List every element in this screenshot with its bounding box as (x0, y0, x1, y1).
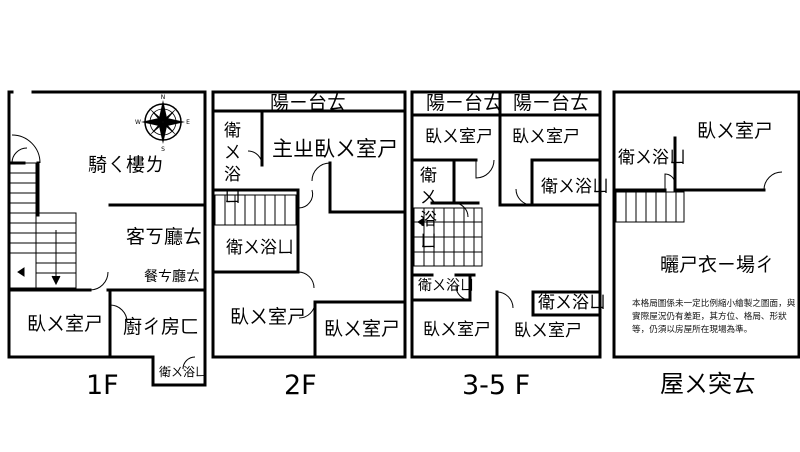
compass-s: S (161, 146, 165, 153)
compass-rose-icon: N E S W (135, 94, 190, 153)
room-roof-bath: 衛ㄨ浴ㄩ (618, 148, 686, 168)
room-2f-bedroom-left: 臥ㄨ室ㄕ (230, 306, 307, 328)
stairs (8, 162, 685, 289)
room-3f-bath-small: 衛ㄨ浴ㄩ (420, 166, 437, 252)
room-1f-bedroom: 臥ㄨ室ㄕ (27, 313, 104, 335)
room-3f-balcony-left: 陽ㄧ台ㄊ (426, 92, 503, 114)
room-3f-bath-right: 衛ㄨ浴ㄩ (541, 177, 609, 197)
door-swings (11, 134, 783, 370)
compass-n: N (161, 94, 166, 101)
room-dining: 餐ㄘ廳ㄊ (144, 269, 200, 285)
room-roof-bedroom: 臥ㄨ室ㄕ (697, 120, 774, 142)
room-3f-bath-lower: 衛ㄨ浴ㄩ (538, 293, 606, 313)
room-2f-master-bedroom: 主ㄓ臥ㄨ室ㄕ (272, 137, 398, 161)
floor-label-roof: 屋ㄨ突ㄊ (660, 370, 756, 398)
room-3f-bath-mid: 衛ㄨ浴ㄩ (418, 278, 474, 294)
floor-label-3-5f: 3-5 F (462, 370, 531, 401)
room-3f-balcony-right: 陽ㄧ台ㄊ (513, 92, 590, 114)
floor-label-1f: 1F (86, 370, 119, 401)
room-1f-bath: 衛ㄨ浴ㄩ (159, 365, 208, 379)
disclaimer-text: 本格局圖係未一定比例縮小繪製之圖面，與實際屋況仍有差距，其方位、格局、形狀等，仍… (632, 299, 796, 335)
room-2f-bedroom-right: 臥ㄨ室ㄕ (324, 318, 401, 340)
compass-w: W (135, 119, 141, 126)
floor-label-2f: 2F (284, 370, 317, 401)
room-kitchen: 廚ㄔ房ㄈ (123, 316, 200, 338)
room-3f-bedroom-bottom-right: 臥ㄨ室ㄕ (514, 321, 582, 341)
floor-2f-walls (211, 90, 407, 359)
room-2f-bath: 衛ㄨ浴ㄩ (226, 238, 294, 258)
room-2f-balcony: 陽ㄧ台ㄊ (270, 92, 347, 114)
room-living: 客ㄎ廳ㄊ (126, 226, 203, 248)
compass-e: E (186, 119, 190, 126)
room-3f-bedroom-top-right: 臥ㄨ室ㄕ (512, 127, 580, 147)
room-3f-bedroom-top-left: 臥ㄨ室ㄕ (425, 127, 493, 147)
room-roof-drying: 曬ㄕ衣ㄧ場ㄔ (660, 254, 775, 276)
room-2f-master-bath: 衛ㄨ浴ㄩ (224, 121, 241, 207)
room-3f-bedroom-bottom-left: 臥ㄨ室ㄕ (423, 320, 491, 340)
room-arcade: 騎ㄑ樓ㄌ (88, 154, 165, 176)
